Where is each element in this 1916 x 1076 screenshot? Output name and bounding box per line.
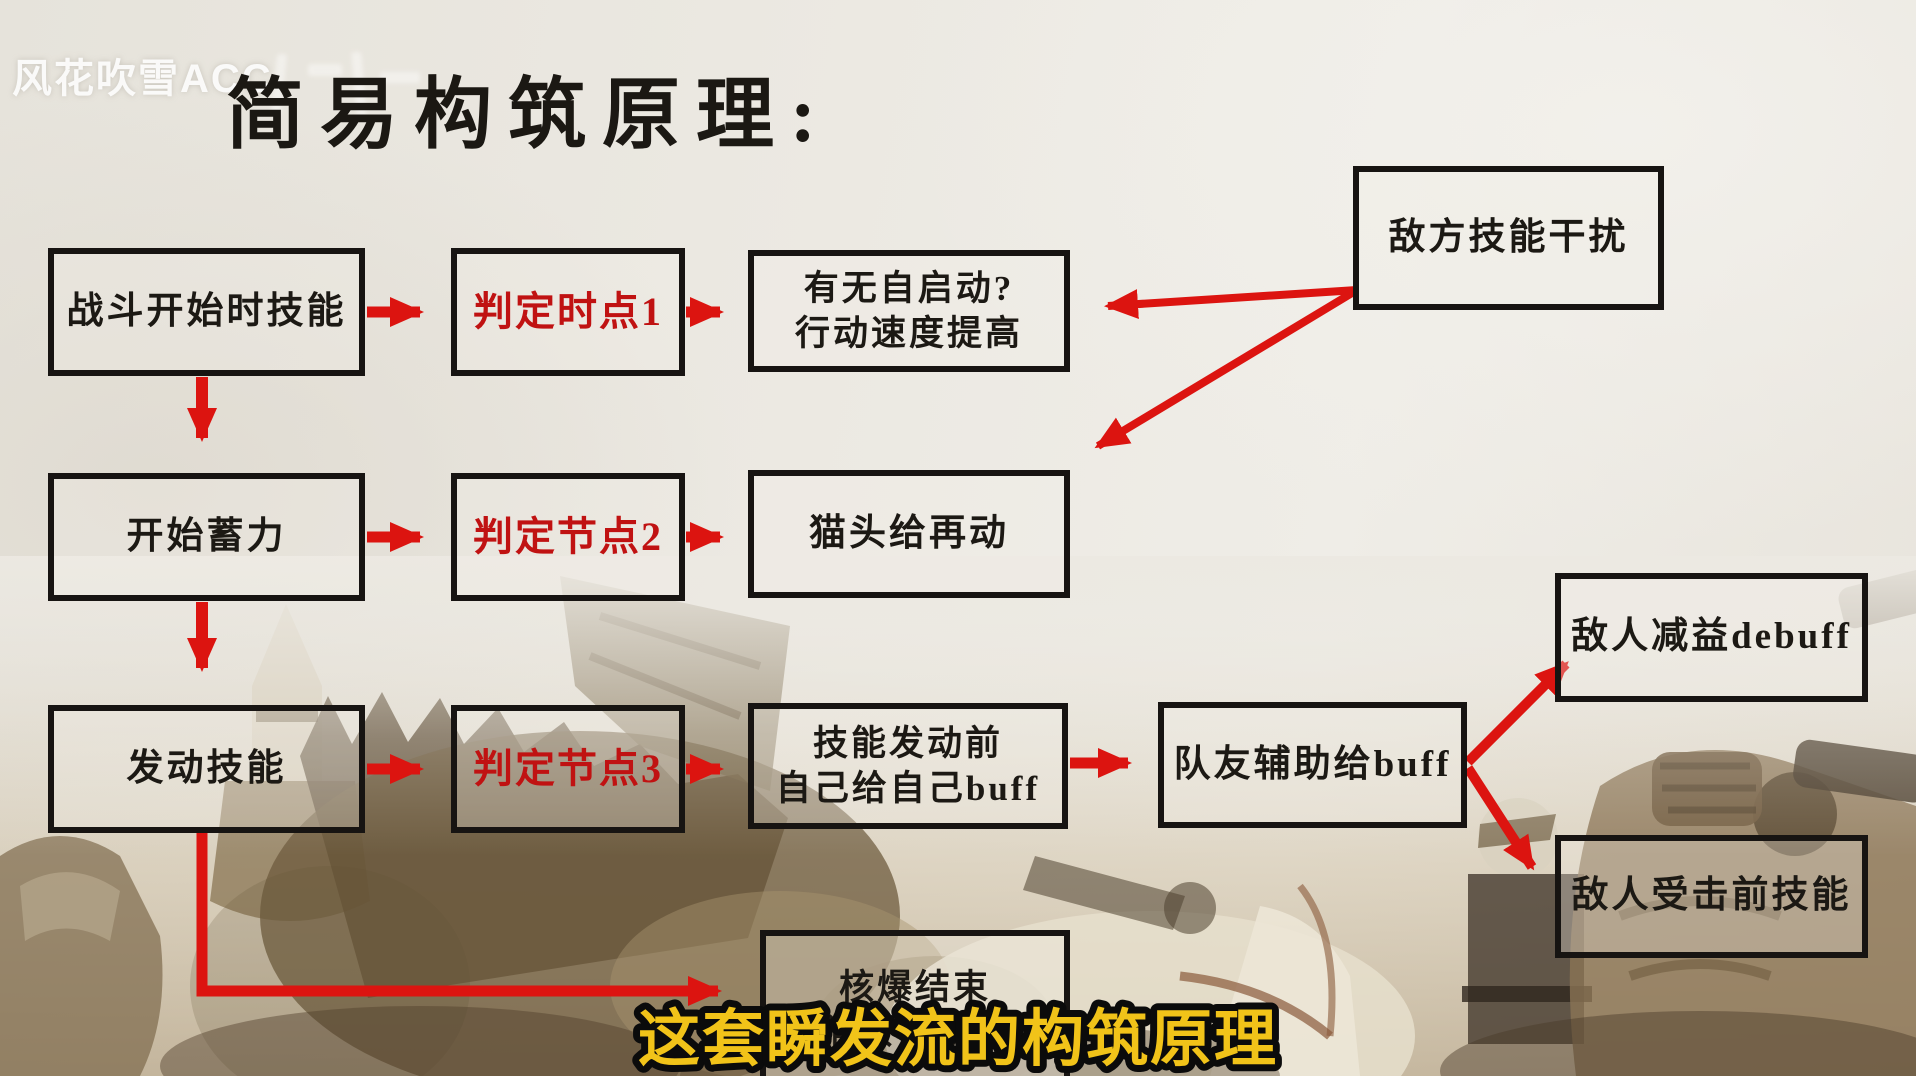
channel-watermark: 风花吹雪ACC bbox=[12, 57, 273, 101]
node-start-charging: 开始蓄力 bbox=[48, 473, 365, 601]
subtitle-text: 这套瞬发流的构筑原理 bbox=[638, 1005, 1278, 1074]
node-label: 开始蓄力 bbox=[126, 515, 287, 557]
node-label: 战斗开始时技能 bbox=[66, 290, 347, 332]
node-teammate-buff: 队友辅助给buff bbox=[1158, 702, 1467, 828]
node-enemy-prehit-skill: 敌人受击前技能 bbox=[1555, 835, 1868, 958]
node-battle-start-skill: 战斗开始时技能 bbox=[48, 248, 365, 376]
node-label-line1: 技能发动前 bbox=[812, 723, 1003, 763]
video-subtitle: 这套瞬发流的构筑原理 bbox=[631, 998, 1283, 1076]
node-enemy-debuff: 敌人减益debuff bbox=[1555, 573, 1868, 702]
node-label: 判定节点2 bbox=[473, 514, 663, 559]
node-enemy-skill-disrupt: 敌方技能干扰 bbox=[1353, 166, 1664, 310]
node-label: 敌人受击前技能 bbox=[1571, 875, 1852, 917]
node-auto-start-check: 有无自启动? 行动速度提高 bbox=[748, 250, 1070, 372]
node-self-buff: 技能发动前 自己给自己buff bbox=[748, 703, 1068, 829]
node-label: 猫头给再动 bbox=[809, 512, 1009, 554]
node-label: 队友辅助给buff bbox=[1173, 743, 1452, 785]
node-nuke-end: 核爆结束 猫头再动吗 bbox=[760, 930, 1070, 1076]
node-label-line2: 行动速度提高 bbox=[794, 314, 1023, 353]
node-label-line2: 猫头再动吗 bbox=[819, 1013, 1010, 1052]
node-cathead-reaction: 猫头给再动 bbox=[748, 470, 1070, 598]
node-label: 判定节点3 bbox=[473, 746, 663, 791]
node-label-line1: 有无自启动? bbox=[803, 268, 1015, 308]
node-judge-node-2: 判定节点2 bbox=[451, 473, 685, 601]
node-judge-point-1: 判定时点1 bbox=[451, 248, 685, 376]
page-title: 简易构筑原理: bbox=[226, 71, 832, 158]
node-label-line2: 自己给自己buff bbox=[775, 769, 1041, 808]
node-cast-skill: 发动技能 bbox=[48, 705, 365, 833]
node-label: 判定时点1 bbox=[473, 289, 663, 334]
node-label: 敌方技能干扰 bbox=[1388, 216, 1629, 258]
node-label-line1: 核爆结束 bbox=[838, 967, 991, 1007]
node-label: 敌人减益debuff bbox=[1571, 616, 1852, 658]
node-label: 发动技能 bbox=[126, 747, 287, 789]
node-judge-node-3: 判定节点3 bbox=[451, 705, 685, 833]
